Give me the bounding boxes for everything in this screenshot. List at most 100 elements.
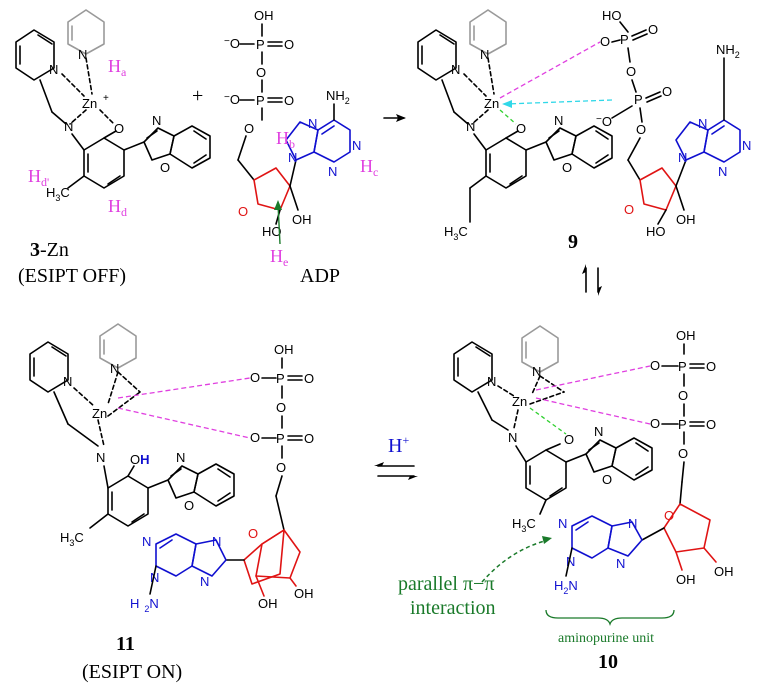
p-atom: P (620, 32, 629, 47)
o-atom: O (516, 121, 526, 136)
forward-arrow (383, 114, 406, 122)
proton-ha-label: Ha (108, 56, 127, 79)
ho-label: HO (646, 224, 666, 239)
purine-n-atom: N (718, 164, 727, 179)
o-minus-label: −O (224, 36, 240, 51)
o-atom: O (114, 121, 124, 136)
zn-o-minus-interaction (505, 99, 613, 105)
purine-n-atom: N (742, 138, 751, 153)
o-atom: O (250, 430, 260, 445)
oh-label: OH (676, 212, 696, 227)
compound-3-zn: N N Zn + N O H3C N O Ha (15, 9, 211, 219)
h3c-label: H3C (60, 530, 84, 548)
proton-hd2-label: Hd' (28, 166, 49, 189)
oh-label: OH (676, 572, 696, 587)
o-atom: O (304, 371, 314, 386)
o-atom: O (662, 84, 672, 99)
n-atom: N (594, 424, 603, 439)
n-atom: N (487, 374, 496, 389)
zn-phosphate-interaction (117, 407, 251, 439)
p-atom: P (256, 93, 265, 108)
o-atom: O (304, 431, 314, 446)
purine-n-atom: N (200, 574, 209, 589)
compound-11-label: 11 (116, 633, 135, 655)
oh-label: OH (254, 8, 274, 23)
o-atom: O (626, 64, 636, 79)
o-atom: O (706, 359, 716, 374)
purine-n-atom: N (150, 570, 159, 585)
purine-n-atom: N (288, 150, 297, 165)
zn-atom: Zn (512, 394, 527, 409)
oh-label: OH (676, 328, 696, 343)
purine-n-atom: N (308, 116, 317, 131)
equilibrium-arrows-vertical (582, 264, 602, 296)
oh-label: OH (292, 212, 312, 227)
o-atom: O (250, 370, 260, 385)
h2n-label: H2N (554, 578, 578, 596)
o-atom: O (636, 122, 646, 137)
p-atom: P (256, 37, 265, 52)
p-atom: P (276, 431, 285, 446)
n-atom: N (451, 62, 460, 77)
o-minus-label: −O (596, 114, 612, 129)
n-atom: N (152, 113, 161, 128)
o-atom: O (184, 498, 194, 513)
o-atom: O (564, 432, 574, 447)
o-atom: O (284, 37, 294, 52)
n-atom: N (49, 62, 58, 77)
purine-n-atom: N (698, 116, 707, 131)
p-atom: P (276, 371, 285, 386)
zn-atom: Zn (92, 406, 107, 421)
o-atom: O (678, 388, 688, 403)
compound-10: N N Zn N O H3C N O OH O P (453, 325, 734, 627)
purine-n-atom: N (678, 150, 687, 165)
o-atom: O (160, 160, 170, 175)
n-atom: N (96, 450, 105, 465)
stacking-label-line1: parallel π−π (398, 573, 494, 595)
o-atom: O (276, 460, 286, 475)
compound-9-label: 9 (568, 231, 578, 253)
zn-phosphate-interaction (117, 377, 251, 399)
o-atom: O (650, 416, 660, 431)
ribose-o-atom: O (624, 202, 634, 217)
zn-phosphate-interaction (535, 365, 651, 391)
n-atom: N (532, 364, 541, 379)
purine-n-atom: N (566, 554, 575, 569)
proton-he-label: He (270, 246, 288, 269)
p-atom: P (678, 417, 687, 432)
ho-label: HO (602, 8, 622, 23)
o-atom: O (284, 93, 294, 108)
p-atom: P (634, 92, 643, 107)
n-atom: N (64, 119, 73, 134)
cyan-arrowhead (502, 100, 512, 108)
oh-label: OH (294, 586, 314, 601)
zn-charge: + (103, 93, 109, 104)
n-atom: N (480, 47, 489, 62)
n-atom: N (63, 374, 72, 389)
zn-atom: Zn (82, 96, 97, 111)
ribose-o-atom: O (664, 508, 674, 523)
proton-label: H+ (388, 433, 409, 457)
purine-n-atom: N (352, 138, 361, 153)
ribose-o-atom: O (248, 526, 258, 541)
purine-n-atom: N (558, 516, 567, 531)
purine-n-atom: N (628, 516, 637, 531)
n-atom: N (554, 113, 563, 128)
stacking-arrowhead (542, 536, 552, 544)
n-atom: N (176, 450, 185, 465)
purine-n-atom: N (212, 534, 221, 549)
compound-11: N N Zn N OH H3C N O OH O P (29, 323, 314, 614)
o-atom: O (602, 472, 612, 487)
phenol-o-atom: OH (130, 452, 150, 467)
nh2-label: NH2 (326, 88, 350, 106)
oh-label: OH (274, 342, 294, 357)
n-atom: N (110, 361, 119, 376)
oh-label: OH (714, 564, 734, 579)
zn-phosphate-interaction (535, 397, 651, 425)
nh2-label: NH2 (716, 42, 740, 60)
compound-3-zn-state: (ESIPT OFF) (18, 265, 126, 287)
o-atom: O (562, 160, 572, 175)
aminopurine-brace (545, 609, 675, 627)
h3c-label: H3C (46, 185, 70, 203)
